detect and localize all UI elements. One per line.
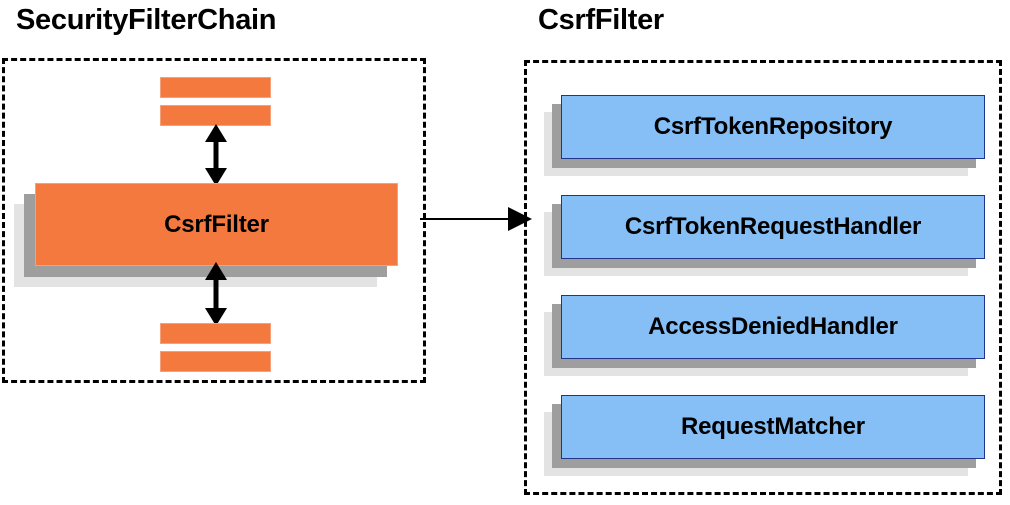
node-csrf-token-repository[interactable]: CsrfTokenRepository <box>544 95 985 176</box>
filter-bar-below-2 <box>160 351 271 372</box>
node-face: CsrfTokenRepository <box>561 95 985 159</box>
filter-bar-below-1 <box>160 323 271 344</box>
node-request-matcher[interactable]: RequestMatcher <box>544 395 985 476</box>
node-csrf-token-request-handler[interactable]: CsrfTokenRequestHandler <box>544 195 985 276</box>
node-label: CsrfTokenRequestHandler <box>624 213 922 240</box>
node-label: RequestMatcher <box>681 413 865 440</box>
node-face: RequestMatcher <box>561 395 985 459</box>
node-face: AccessDeniedHandler <box>561 295 985 359</box>
node-csrf-filter[interactable]: CsrfFilter <box>14 183 398 287</box>
panel-title-security-filter-chain: SecurityFilterChain <box>16 4 277 36</box>
connector-arrow-left-to-right <box>420 207 532 231</box>
filter-bar-above-1 <box>160 77 271 98</box>
panel-security-filter-chain <box>2 58 426 383</box>
node-access-denied-handler[interactable]: AccessDeniedHandler <box>544 295 985 376</box>
panel-csrf-filter <box>524 60 1002 495</box>
node-label: CsrfFilter <box>164 210 269 238</box>
node-face: CsrfFilter <box>35 183 398 266</box>
node-face: CsrfTokenRequestHandler <box>561 195 985 259</box>
panel-title-csrf-filter: CsrfFilter <box>538 4 664 36</box>
filter-bar-above-2 <box>160 105 271 126</box>
arrow-down-double-headed <box>205 262 227 326</box>
node-label: CsrfTokenRepository <box>653 113 893 140</box>
arrow-up-double-headed <box>205 124 227 186</box>
node-label: AccessDeniedHandler <box>648 313 898 340</box>
